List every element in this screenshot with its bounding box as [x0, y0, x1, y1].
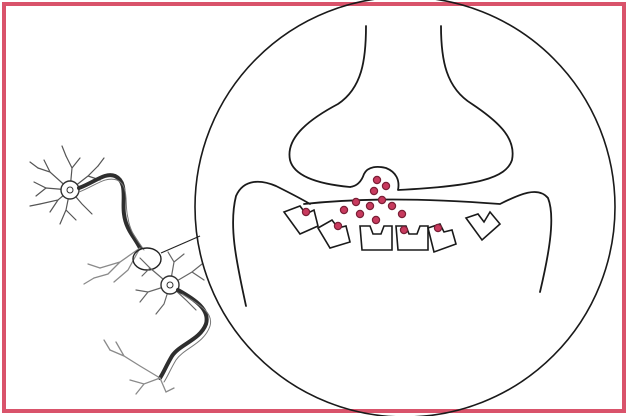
- receptor: [466, 212, 500, 240]
- neuron-2-axon: [160, 290, 207, 378]
- vesicle: [372, 216, 379, 223]
- vesicle: [378, 196, 385, 203]
- vesicle: [302, 208, 309, 215]
- vesicle: [388, 202, 395, 209]
- presynaptic-terminal: [289, 26, 512, 190]
- neuron-2: [136, 252, 211, 382]
- neuron-1: [30, 146, 144, 250]
- magnifier-circle: [133, 248, 161, 270]
- vesicle: [356, 210, 363, 217]
- receptor: [360, 226, 392, 250]
- receptor: [318, 220, 350, 248]
- figure-frame: [4, 4, 624, 411]
- vesicle: [434, 224, 441, 231]
- receptors: [284, 206, 500, 252]
- synapse-magnified-view: [195, 0, 615, 416]
- vesicle: [366, 202, 373, 209]
- vesicle: [400, 226, 407, 233]
- receptor: [284, 206, 318, 234]
- vesicle: [373, 176, 380, 183]
- axon-terminals-2: [104, 340, 174, 394]
- neuron-1-axon: [79, 175, 140, 248]
- vesicle: [340, 206, 347, 213]
- magnifier-connector: [161, 236, 200, 253]
- vesicle: [382, 182, 389, 189]
- vesicle: [334, 222, 341, 229]
- neuron-1-nucleus: [67, 187, 73, 193]
- neuron-2-nucleus: [167, 282, 173, 288]
- vesicle: [352, 198, 359, 205]
- vesicle: [370, 187, 377, 194]
- vesicle: [398, 210, 405, 217]
- axon-terminals-1: [84, 248, 140, 284]
